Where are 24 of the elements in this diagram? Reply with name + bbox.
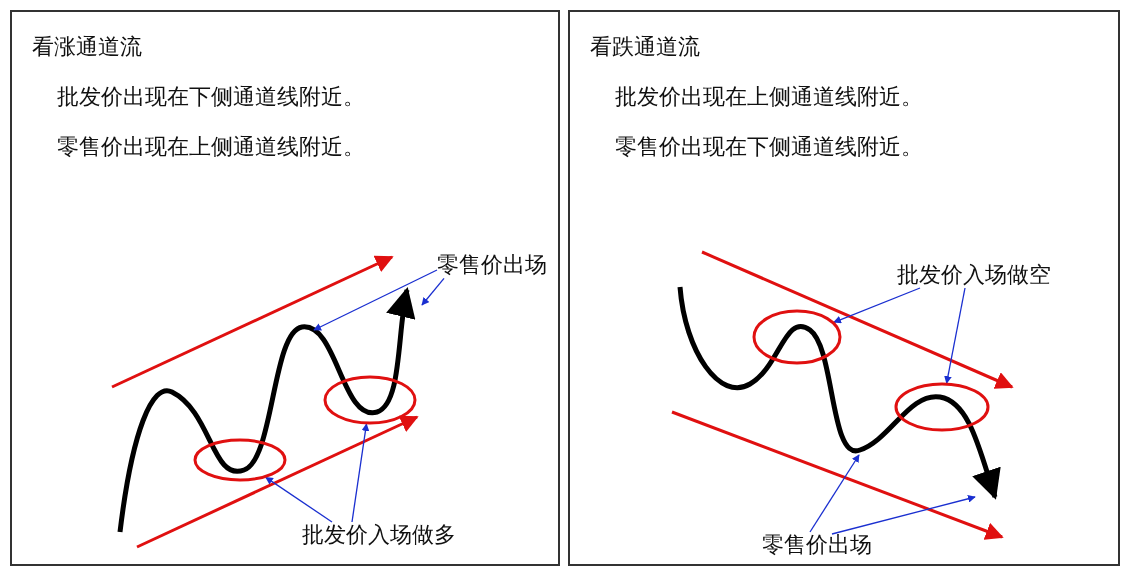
leader-line: [313, 269, 438, 331]
leader-line: [809, 454, 860, 533]
annotation-text: 批发价入场做空: [897, 262, 1051, 289]
chart-panel: [10, 10, 560, 566]
leader-line: [833, 287, 921, 324]
chart-panel: [568, 10, 1120, 566]
annotation-text: 零售价出场: [762, 532, 872, 559]
highlight-ellipse: [193, 438, 287, 482]
annotation-text: 零售价出场: [437, 252, 547, 279]
leader-line: [351, 423, 370, 523]
panel-title: 看跌通道流: [590, 34, 700, 61]
statement-text: 批发价出现在下侧通道线附近。: [57, 84, 365, 111]
leader-line: [831, 495, 976, 535]
leader-line: [421, 277, 445, 306]
highlight-ellipse: [323, 375, 417, 425]
statement-text: 零售价出现在下侧通道线附近。: [615, 134, 923, 161]
statement-text: 批发价出现在上侧通道线附近。: [615, 84, 923, 111]
statement-text: 零售价出现在上侧通道线附近。: [57, 134, 365, 161]
leader-line: [944, 287, 966, 384]
highlight-ellipse: [894, 382, 990, 432]
highlight-ellipse: [752, 309, 842, 365]
leader-line: [265, 476, 333, 523]
annotation-text: 批发价入场做多: [302, 522, 456, 549]
panel-title: 看涨通道流: [32, 34, 142, 61]
